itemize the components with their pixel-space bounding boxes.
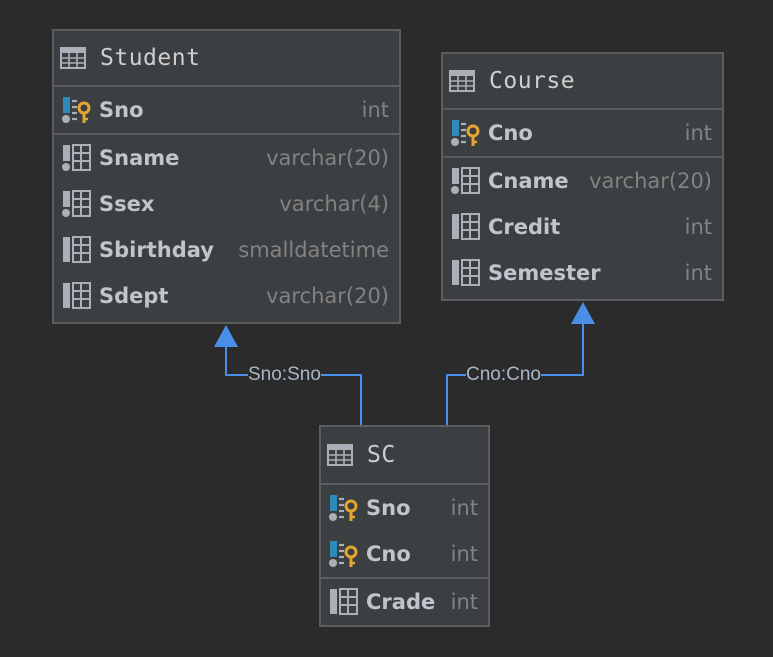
column-type: varchar(20) bbox=[266, 284, 389, 308]
column-row[interactable]: Semester int bbox=[443, 250, 722, 296]
column-type: varchar(20) bbox=[266, 146, 389, 170]
column-name: Sno bbox=[366, 496, 411, 520]
primary-foreign-key-column-icon bbox=[328, 539, 360, 569]
column-name: Cno bbox=[488, 121, 533, 145]
column-icon bbox=[450, 258, 482, 288]
column-type: varchar(20) bbox=[589, 169, 712, 193]
column-icon bbox=[450, 212, 482, 242]
relation-sc-course-label: Cno:Cno bbox=[466, 364, 541, 385]
relation-sc-student-line[interactable] bbox=[225, 345, 362, 426]
entity-header[interactable]: Student bbox=[54, 31, 399, 87]
entity-title: Course bbox=[489, 68, 576, 94]
column-name: Credit bbox=[488, 215, 561, 239]
entity-student[interactable]: Student Sno int bbox=[52, 29, 401, 324]
entity-sc[interactable]: SC Sno int bbox=[319, 425, 490, 627]
table-icon bbox=[60, 47, 86, 69]
table-icon bbox=[449, 70, 475, 92]
column-name: Ssex bbox=[99, 192, 155, 216]
primary-key-column-icon bbox=[61, 95, 93, 125]
column-type: int bbox=[684, 121, 712, 145]
column-type: int bbox=[684, 215, 712, 239]
relation-sc-student-label: Sno:Sno bbox=[248, 364, 321, 385]
column-icon bbox=[61, 281, 93, 311]
not-null-column-icon bbox=[61, 189, 93, 219]
primary-key-section: Sno int Cno int bbox=[321, 485, 488, 579]
column-row[interactable]: Sname varchar(20) bbox=[54, 135, 399, 181]
column-row[interactable]: Crade int bbox=[321, 579, 488, 625]
column-row[interactable]: Sno int bbox=[54, 87, 399, 133]
column-type: int bbox=[450, 542, 478, 566]
relation-sc-student-arrowhead bbox=[214, 325, 238, 347]
entity-header[interactable]: Course bbox=[443, 54, 722, 110]
primary-foreign-key-column-icon bbox=[328, 493, 360, 523]
column-name: Sbirthday bbox=[99, 238, 214, 262]
column-row[interactable]: Cname varchar(20) bbox=[443, 158, 722, 204]
entity-header[interactable]: SC bbox=[321, 427, 488, 485]
column-row[interactable]: Cno int bbox=[321, 531, 488, 577]
column-type: int bbox=[450, 590, 478, 614]
column-row[interactable]: Sbirthday smalldatetime bbox=[54, 227, 399, 273]
entity-course[interactable]: Course Cno int bbox=[441, 52, 724, 301]
entity-title: SC bbox=[367, 442, 396, 468]
column-icon bbox=[328, 587, 360, 617]
column-type: int bbox=[684, 261, 712, 285]
columns-section: Crade int bbox=[321, 579, 488, 625]
column-name: Sname bbox=[99, 146, 180, 170]
column-row[interactable]: Sdept varchar(20) bbox=[54, 273, 399, 319]
column-type: int bbox=[361, 98, 389, 122]
columns-section: Cname varchar(20) Credit int bbox=[443, 158, 722, 296]
column-row[interactable]: Sno int bbox=[321, 485, 488, 531]
column-icon bbox=[61, 235, 93, 265]
column-type: smalldatetime bbox=[238, 238, 389, 262]
column-name: Cname bbox=[488, 169, 569, 193]
column-name: Sdept bbox=[99, 284, 169, 308]
columns-section: Sname varchar(20) Ssex varchar(4) bbox=[54, 135, 399, 319]
column-type: int bbox=[450, 496, 478, 520]
table-icon bbox=[327, 444, 353, 466]
primary-key-column-icon bbox=[450, 118, 482, 148]
column-name: Semester bbox=[488, 261, 601, 285]
column-name: Crade bbox=[366, 590, 436, 614]
column-row[interactable]: Credit int bbox=[443, 204, 722, 250]
not-null-column-icon bbox=[450, 166, 482, 196]
not-null-column-icon bbox=[61, 143, 93, 173]
relation-sc-course-arrowhead bbox=[571, 302, 595, 324]
entity-title: Student bbox=[100, 45, 201, 71]
column-name: Cno bbox=[366, 542, 411, 566]
column-row[interactable]: Ssex varchar(4) bbox=[54, 181, 399, 227]
primary-key-section: Cno int bbox=[443, 110, 722, 158]
column-type: varchar(4) bbox=[279, 192, 389, 216]
primary-key-section: Sno int bbox=[54, 87, 399, 135]
column-name: Sno bbox=[99, 98, 144, 122]
column-row[interactable]: Cno int bbox=[443, 110, 722, 156]
